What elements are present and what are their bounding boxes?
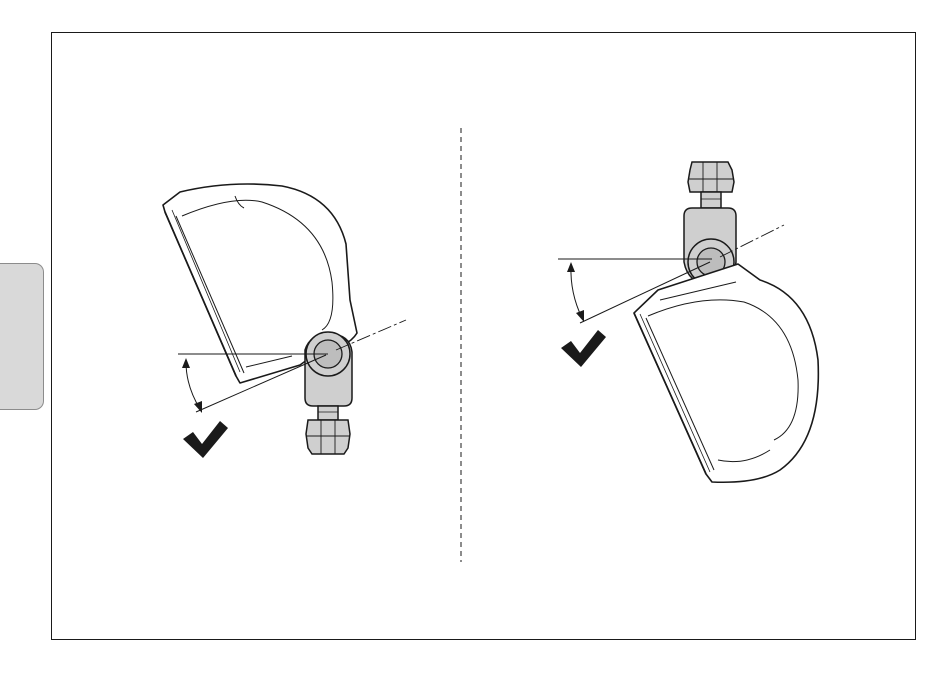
speaker-enclosure: [634, 264, 818, 482]
speaker-downward-mount: [163, 184, 406, 458]
checkmark-icon: [183, 421, 228, 458]
speaker-upward-mount: [558, 162, 818, 482]
checkmark-icon: [561, 330, 606, 367]
swivel-bracket: [305, 332, 352, 454]
